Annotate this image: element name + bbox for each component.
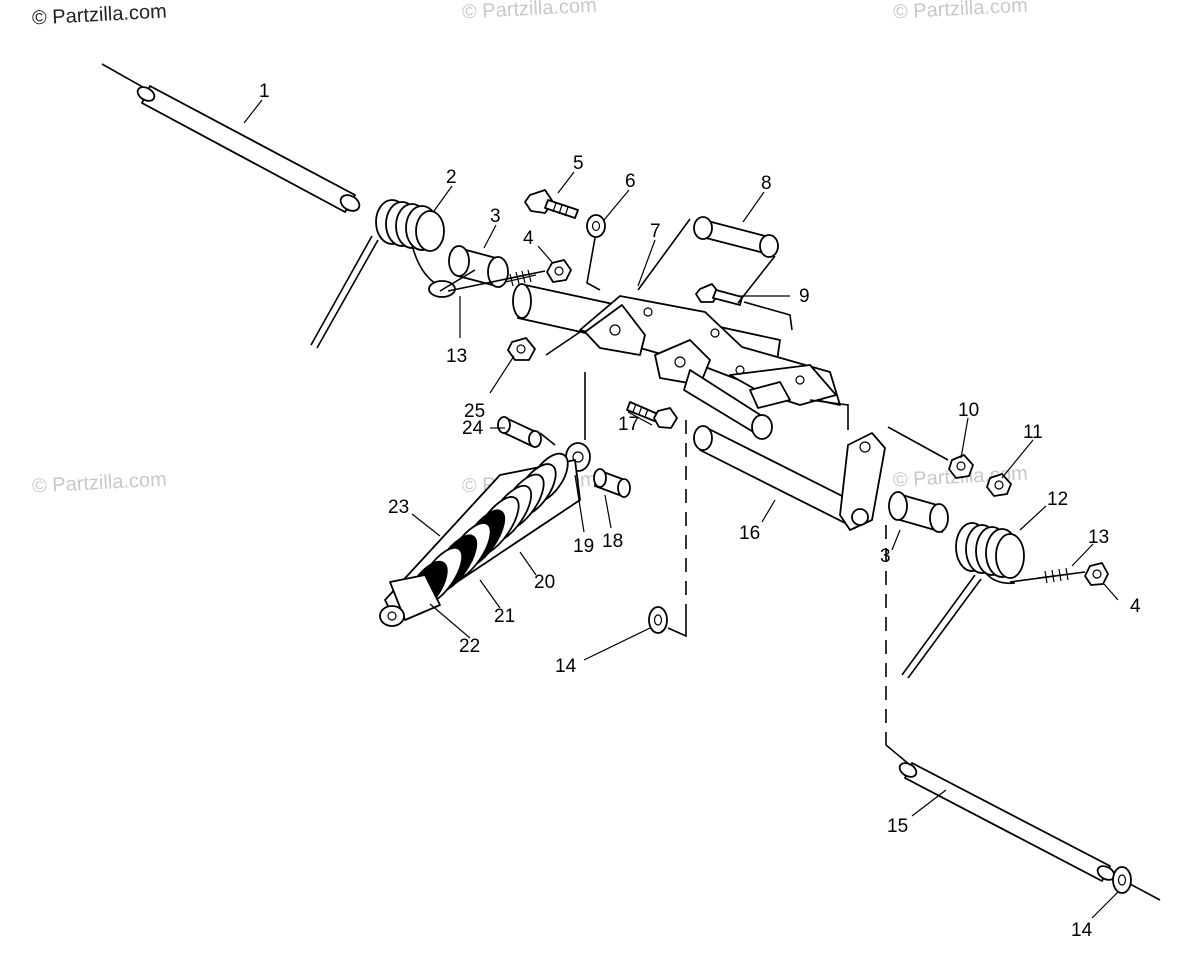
callout-21: 21 [494,606,515,627]
callout-3: 3 [490,206,501,227]
spring-adjuster-bolt-part-13-right [1009,567,1086,584]
callout-10: 10 [958,400,979,421]
spacer-part-24 [497,416,542,448]
washer-part-14-middle [648,606,668,634]
callout-9: 9 [799,286,810,307]
bushing-part-18 [593,468,631,498]
callout-3-right: 3 [880,546,891,567]
callout-17: 17 [618,414,639,435]
nut-part-4-right [1084,562,1109,586]
callout-4-right: 4 [1130,596,1141,617]
shaft-part-16 [693,425,861,529]
bolt-part-9 [695,283,743,306]
rod-shaft-part-15 [898,762,1161,901]
callout-23: 23 [388,497,409,518]
callout-1: 1 [259,81,270,102]
leader-lines [243,99,1119,919]
nut-part-25 [507,337,536,361]
shock-absorber [379,442,591,627]
callout-14: 14 [555,656,577,677]
callout-5: 5 [573,153,584,174]
callout-6: 6 [625,171,636,192]
assembly-guide-lines [439,218,949,766]
washer-part-14-lower [1112,866,1132,894]
callout-15: 15 [887,816,908,837]
nut-part-11 [986,473,1012,497]
callout-2: 2 [446,167,457,188]
callout-13: 13 [446,346,467,367]
spring-adjuster-bolt-part-13-left [447,269,546,292]
bushing-part-3-right [888,491,949,533]
callout-7: 7 [650,221,661,242]
callout-16: 16 [739,523,760,544]
rear-arm-bracket-part-7 [579,295,841,409]
bolt-part-17 [626,401,678,429]
bushing-part-8 [693,216,779,258]
callout-11: 11 [1023,422,1043,443]
bolt-part-5 [524,189,579,219]
bushing-part-3-left [448,245,509,288]
nut-part-10 [948,454,974,479]
callout-19: 19 [573,536,594,557]
callout-labels: 1 2 3 4 5 6 7 8 9 13 25 24 17 10 11 23 1… [259,81,1141,941]
callout-13-right: 13 [1088,527,1109,548]
lower-cross-shaft [683,369,773,440]
torsion-spring-left-part-2 [310,199,456,349]
callout-20: 20 [534,572,555,593]
callout-24: 24 [462,418,484,439]
callout-18: 18 [602,531,623,552]
callout-4: 4 [523,228,534,249]
washer-part-6 [586,214,606,238]
torsion-spring-right-part-12 [901,522,1025,679]
callout-22: 22 [459,636,480,657]
callout-14-lower: 14 [1071,920,1093,941]
callout-25: 25 [464,401,485,422]
link-plate [839,432,886,531]
rod-shaft-part-1 [101,63,361,213]
nut-part-4-left [546,259,572,283]
callout-8: 8 [761,173,772,194]
callout-12: 12 [1047,489,1068,510]
